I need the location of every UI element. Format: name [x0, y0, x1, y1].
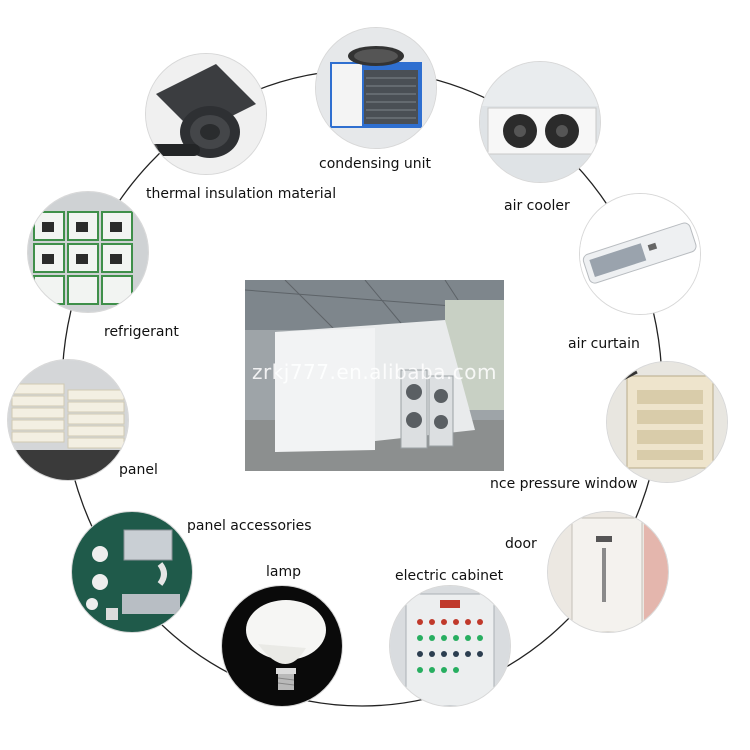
condensing-unit-image	[316, 28, 436, 148]
door-image	[548, 512, 668, 632]
panel-label: panel	[119, 462, 158, 478]
panel-image	[8, 360, 128, 480]
electric-cabinet-image	[390, 586, 510, 706]
air-curtain-image	[580, 194, 700, 314]
thermal-insulation-label: thermal insulation material	[146, 186, 337, 202]
air-curtain-label: air curtain	[568, 336, 640, 352]
panel-accessories-label: panel accessories	[187, 518, 312, 534]
panel-accessories-image	[72, 512, 192, 632]
air-cooler-image	[480, 62, 600, 182]
thermal-insulation-image	[146, 54, 266, 174]
lamp-image	[222, 586, 342, 706]
door-label: door	[505, 536, 537, 552]
electric-cabinet-label: electric cabinet	[395, 568, 504, 584]
lamp-label: lamp	[266, 564, 301, 580]
air-cooler-label: air cooler	[504, 198, 570, 214]
pressure-window-label: nce pressure window	[490, 476, 638, 492]
refrigerant-image	[28, 192, 148, 312]
condensing-unit-label: condensing unit	[319, 156, 432, 172]
cold-room-photo: zrkj777.en.alibaba.com	[245, 280, 504, 471]
watermark: zrkj777.en.alibaba.com	[251, 360, 498, 384]
pressure-window-image	[607, 362, 727, 482]
refrigerant-label: refrigerant	[104, 324, 179, 340]
